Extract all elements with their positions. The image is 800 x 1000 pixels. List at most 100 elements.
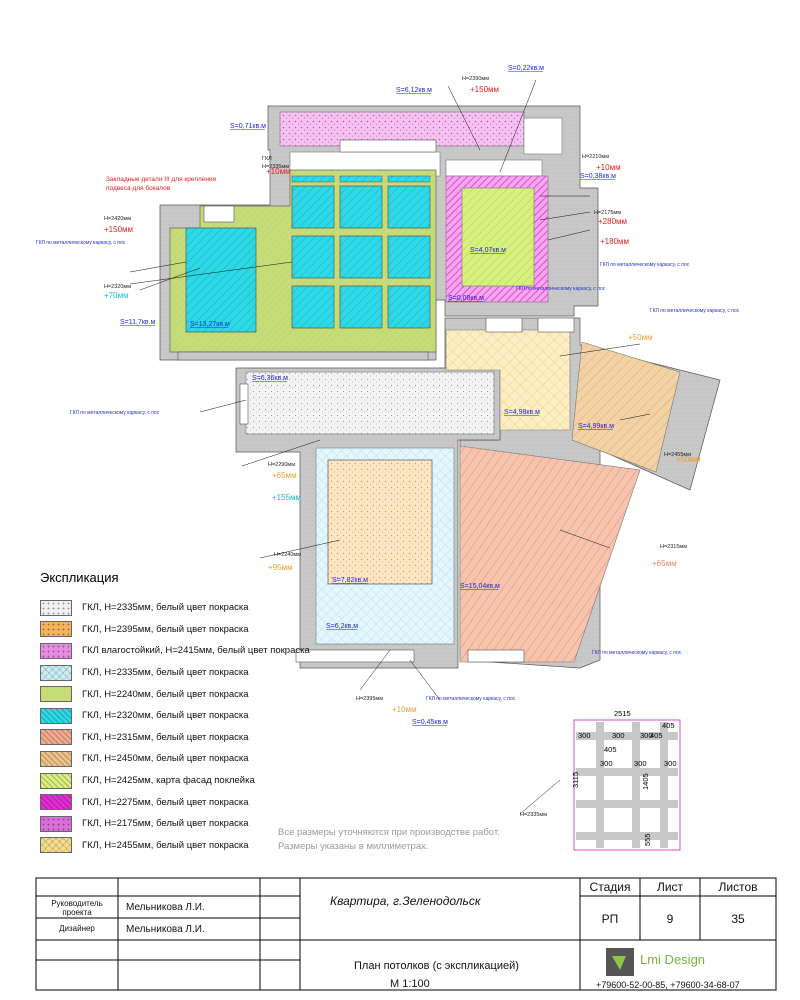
- legend-item: ГКЛ, Н=2175мм, белый цвет покраска: [40, 813, 340, 835]
- legend-swatch: [40, 837, 72, 854]
- legend-item: ГКЛ, Н=2320мм, белый цвет покраска: [40, 705, 340, 727]
- legend-swatch: [40, 621, 72, 638]
- area-label-room-inner: S=7,82кв.м: [332, 577, 368, 584]
- height-label-h-wardrobe: +10мм: [596, 163, 621, 172]
- leader-note: ГКЛ по металлическому каркасу, с пос: [592, 650, 682, 656]
- height-mark-m3: Н=2390мм: [462, 76, 489, 82]
- legend-label: ГКЛ, Н=2425мм, карта фасад поклейка: [82, 775, 255, 787]
- legend: Экспликация ГКЛ, Н=2335мм, белый цвет по…: [40, 570, 340, 856]
- leader-note: ГКЛ по металлическому каркасу, с пос: [600, 262, 690, 268]
- area-label-kitchen: S=11,7кв.м: [120, 319, 156, 326]
- detail-dim: 3115: [571, 772, 580, 788]
- legend-item: ГКЛ, Н=2450мм, белый цвет покраска: [40, 748, 340, 770]
- note-line-2: Размеры указаны в миллиметрах.: [278, 841, 429, 852]
- legend-item: ГКЛ, Н=2455мм, белый цвет покраска: [40, 835, 340, 857]
- legend-item: ГКЛ, Н=2425мм, карта фасад поклейка: [40, 770, 340, 792]
- legend-label: ГКЛ, Н=2335мм, белый цвет покраска: [82, 667, 249, 679]
- height-label-h-door: +10мм: [392, 705, 417, 714]
- leader-note: ГКЛ по металлическому каркасу, с пос: [36, 240, 126, 246]
- contacts: +79600-52-00-85, +79600-34-68-07: [596, 980, 740, 990]
- height-mark-m13: Н=2335мм: [520, 812, 547, 818]
- area-wardrobe: [445, 159, 543, 177]
- detail-dim: 2515: [614, 709, 631, 718]
- area-label-door: S=0,45кв.м: [412, 719, 448, 726]
- wall-details: [177, 139, 575, 663]
- height-label-h-bed: +65мм: [652, 559, 677, 568]
- area-label-bedroom: S=15,04кв.м: [460, 583, 500, 590]
- detail-dim: 405: [662, 721, 675, 730]
- detail-dim: 300: [612, 731, 625, 740]
- area-label-kitchen-inner: S=13,27кв.м: [190, 321, 230, 328]
- sheet-title: План потолков (с экспликацией): [354, 960, 519, 972]
- legend-label: ГКЛ, Н=2455мм, белый цвет покраска: [82, 839, 249, 851]
- height-mark-m2: Н=2335мм: [262, 164, 289, 170]
- height-mark-m12: Н=2395мм: [356, 696, 383, 702]
- sheets-header: Листов: [718, 880, 758, 894]
- legend-item: ГКЛ, Н=2315мм, белый цвет покраска: [40, 727, 340, 749]
- area-balcony: [571, 341, 681, 473]
- legend-label: ГКЛ влагостойкий, Н=2415мм, белый цвет п…: [82, 645, 310, 657]
- detail-dim: 300: [578, 731, 591, 740]
- height-mark-m8: Н=2290мм: [268, 462, 295, 468]
- height-mark-m1: ГКЛ: [262, 156, 272, 162]
- ceiling-panel-edge: [291, 175, 335, 183]
- height-label-h-kitchen2: +70мм: [104, 291, 129, 300]
- legend-swatch: [40, 750, 72, 767]
- area-alcove: [523, 117, 563, 155]
- ceiling-panel: [339, 185, 383, 229]
- area-label-bathroom: S=4,07кв.м: [470, 247, 506, 254]
- legend-swatch: [40, 772, 72, 789]
- sheet-header: Лист: [656, 880, 684, 894]
- detail-dim: 300: [664, 759, 677, 768]
- height-label-h-balcony: +50мм: [676, 455, 701, 464]
- area-bedroom: [459, 445, 641, 663]
- leader-note: ГКЛ по металлическому каркасу, с пос: [516, 286, 606, 292]
- leader-note: ГКЛ по металлическому каркасу, с пос: [650, 308, 740, 314]
- legend-swatch: [40, 815, 72, 832]
- legend-item: ГКЛ, Н=2240мм, белый цвет покраска: [40, 683, 340, 705]
- ceiling-panel: [387, 185, 431, 229]
- detail-dim: 300: [634, 759, 647, 768]
- height-mark-m6: Н=2420мм: [104, 216, 131, 222]
- area-label-corridor-top: S=6,12кв.м: [396, 87, 432, 94]
- ceiling-panel: [339, 235, 383, 279]
- height-label-h-top: +150мм: [470, 85, 499, 94]
- sheet-value: 9: [666, 912, 674, 926]
- legend-item: ГКЛ влагостойкий, Н=2415мм, белый цвет п…: [40, 640, 340, 662]
- detail-dim: 1405: [641, 773, 650, 790]
- area-label-niche: S=0,71кв.м: [230, 123, 266, 130]
- ceiling-panel: [339, 285, 383, 329]
- detail-dim: 405: [604, 745, 617, 754]
- detail-dim: 300: [600, 759, 613, 768]
- name-project-lead: Мельникова Л.И.: [126, 902, 205, 913]
- height-label-h-room3: +95мм: [268, 563, 293, 572]
- leader-note: ГКЛ по металлическому каркасу, с пос: [426, 696, 516, 702]
- area-room-inner: [327, 459, 433, 585]
- ceiling-panel-edge: [339, 175, 383, 183]
- legend-swatch: [40, 599, 72, 616]
- detail-dim: 300: [640, 731, 653, 740]
- legend-label: ГКЛ, Н=2315мм, белый цвет покраска: [82, 731, 249, 743]
- height-mark-m11: Н=2240мм: [274, 552, 301, 558]
- ceiling-panel: [387, 235, 431, 279]
- height-mark-m5: Н=2175мм: [594, 210, 621, 216]
- height-label-h-bath2: +180мм: [600, 237, 629, 246]
- scale: М 1:100: [390, 978, 430, 990]
- role-project-lead: Руководитель проекта: [51, 899, 103, 917]
- area-label-hall2: S=4,98кв.м: [504, 409, 540, 416]
- leader-note: ГКЛ по металлическому каркасу, с пос: [70, 410, 160, 416]
- detail-dim: 555: [643, 833, 652, 846]
- detail-dim: 405: [650, 731, 663, 740]
- legend-swatch: [40, 664, 72, 681]
- ceiling-panel: [387, 285, 431, 329]
- height-mark-m4: Н=2210мм: [582, 154, 609, 160]
- ceiling-panel: [291, 185, 335, 229]
- mount-note-2: подвеса для бокалов: [106, 184, 171, 192]
- brand-logo: [606, 948, 634, 976]
- area-label-room-outer: S=6,2кв.м: [326, 623, 358, 630]
- legend-swatch: [40, 686, 72, 703]
- legend-item: ГКЛ, Н=2335мм, белый цвет покраска: [40, 597, 340, 619]
- ceiling-panel-grid: [291, 175, 431, 329]
